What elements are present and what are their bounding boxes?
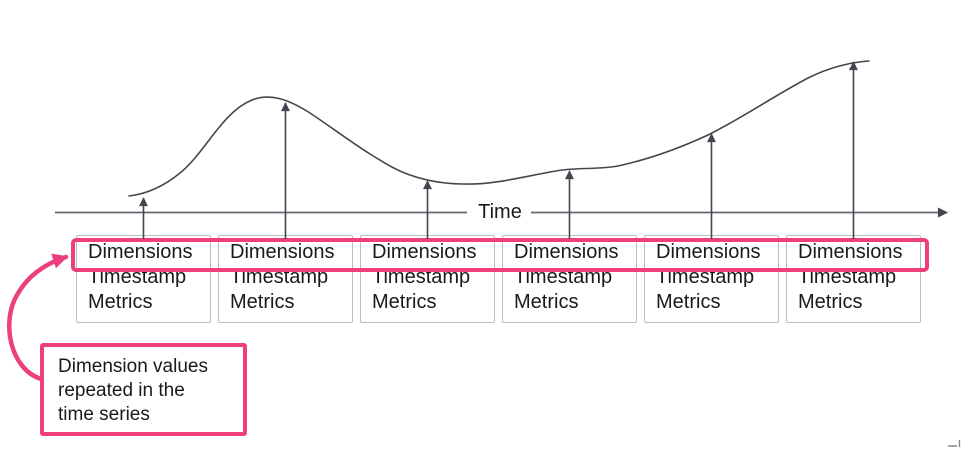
- callout-line: repeated in the: [58, 380, 185, 401]
- callout-line: Dimension values: [58, 356, 208, 377]
- callout-line: time series: [58, 404, 150, 425]
- callout-box: Dimension values repeated in the time se…: [40, 343, 247, 436]
- record-box: Dimensions Timestamp Metrics: [76, 235, 211, 323]
- time-series-curve: [128, 60, 870, 197]
- record-field-metrics: Metrics: [372, 291, 437, 313]
- record-field-dimensions: Dimensions: [798, 241, 903, 263]
- record-field-metrics: Metrics: [798, 291, 863, 313]
- axis-label: Time: [478, 201, 522, 223]
- record-field-dimensions: Dimensions: [88, 241, 193, 263]
- record-field-metrics: Metrics: [230, 291, 295, 313]
- record-box: Dimensions Timestamp Metrics: [644, 235, 779, 323]
- record-box: Dimensions Timestamp Metrics: [502, 235, 637, 323]
- record-field-dimensions: Dimensions: [656, 241, 761, 263]
- corner-mark: [948, 440, 961, 447]
- record-field-dimensions: Dimensions: [230, 241, 335, 263]
- record-field-metrics: Metrics: [514, 291, 579, 313]
- record-field-metrics: Metrics: [88, 291, 153, 313]
- record-field-dimensions: Dimensions: [514, 241, 619, 263]
- dimensions-row-highlight: [71, 238, 929, 272]
- record-field-metrics: Metrics: [656, 291, 721, 313]
- record-field-dimensions: Dimensions: [372, 241, 477, 263]
